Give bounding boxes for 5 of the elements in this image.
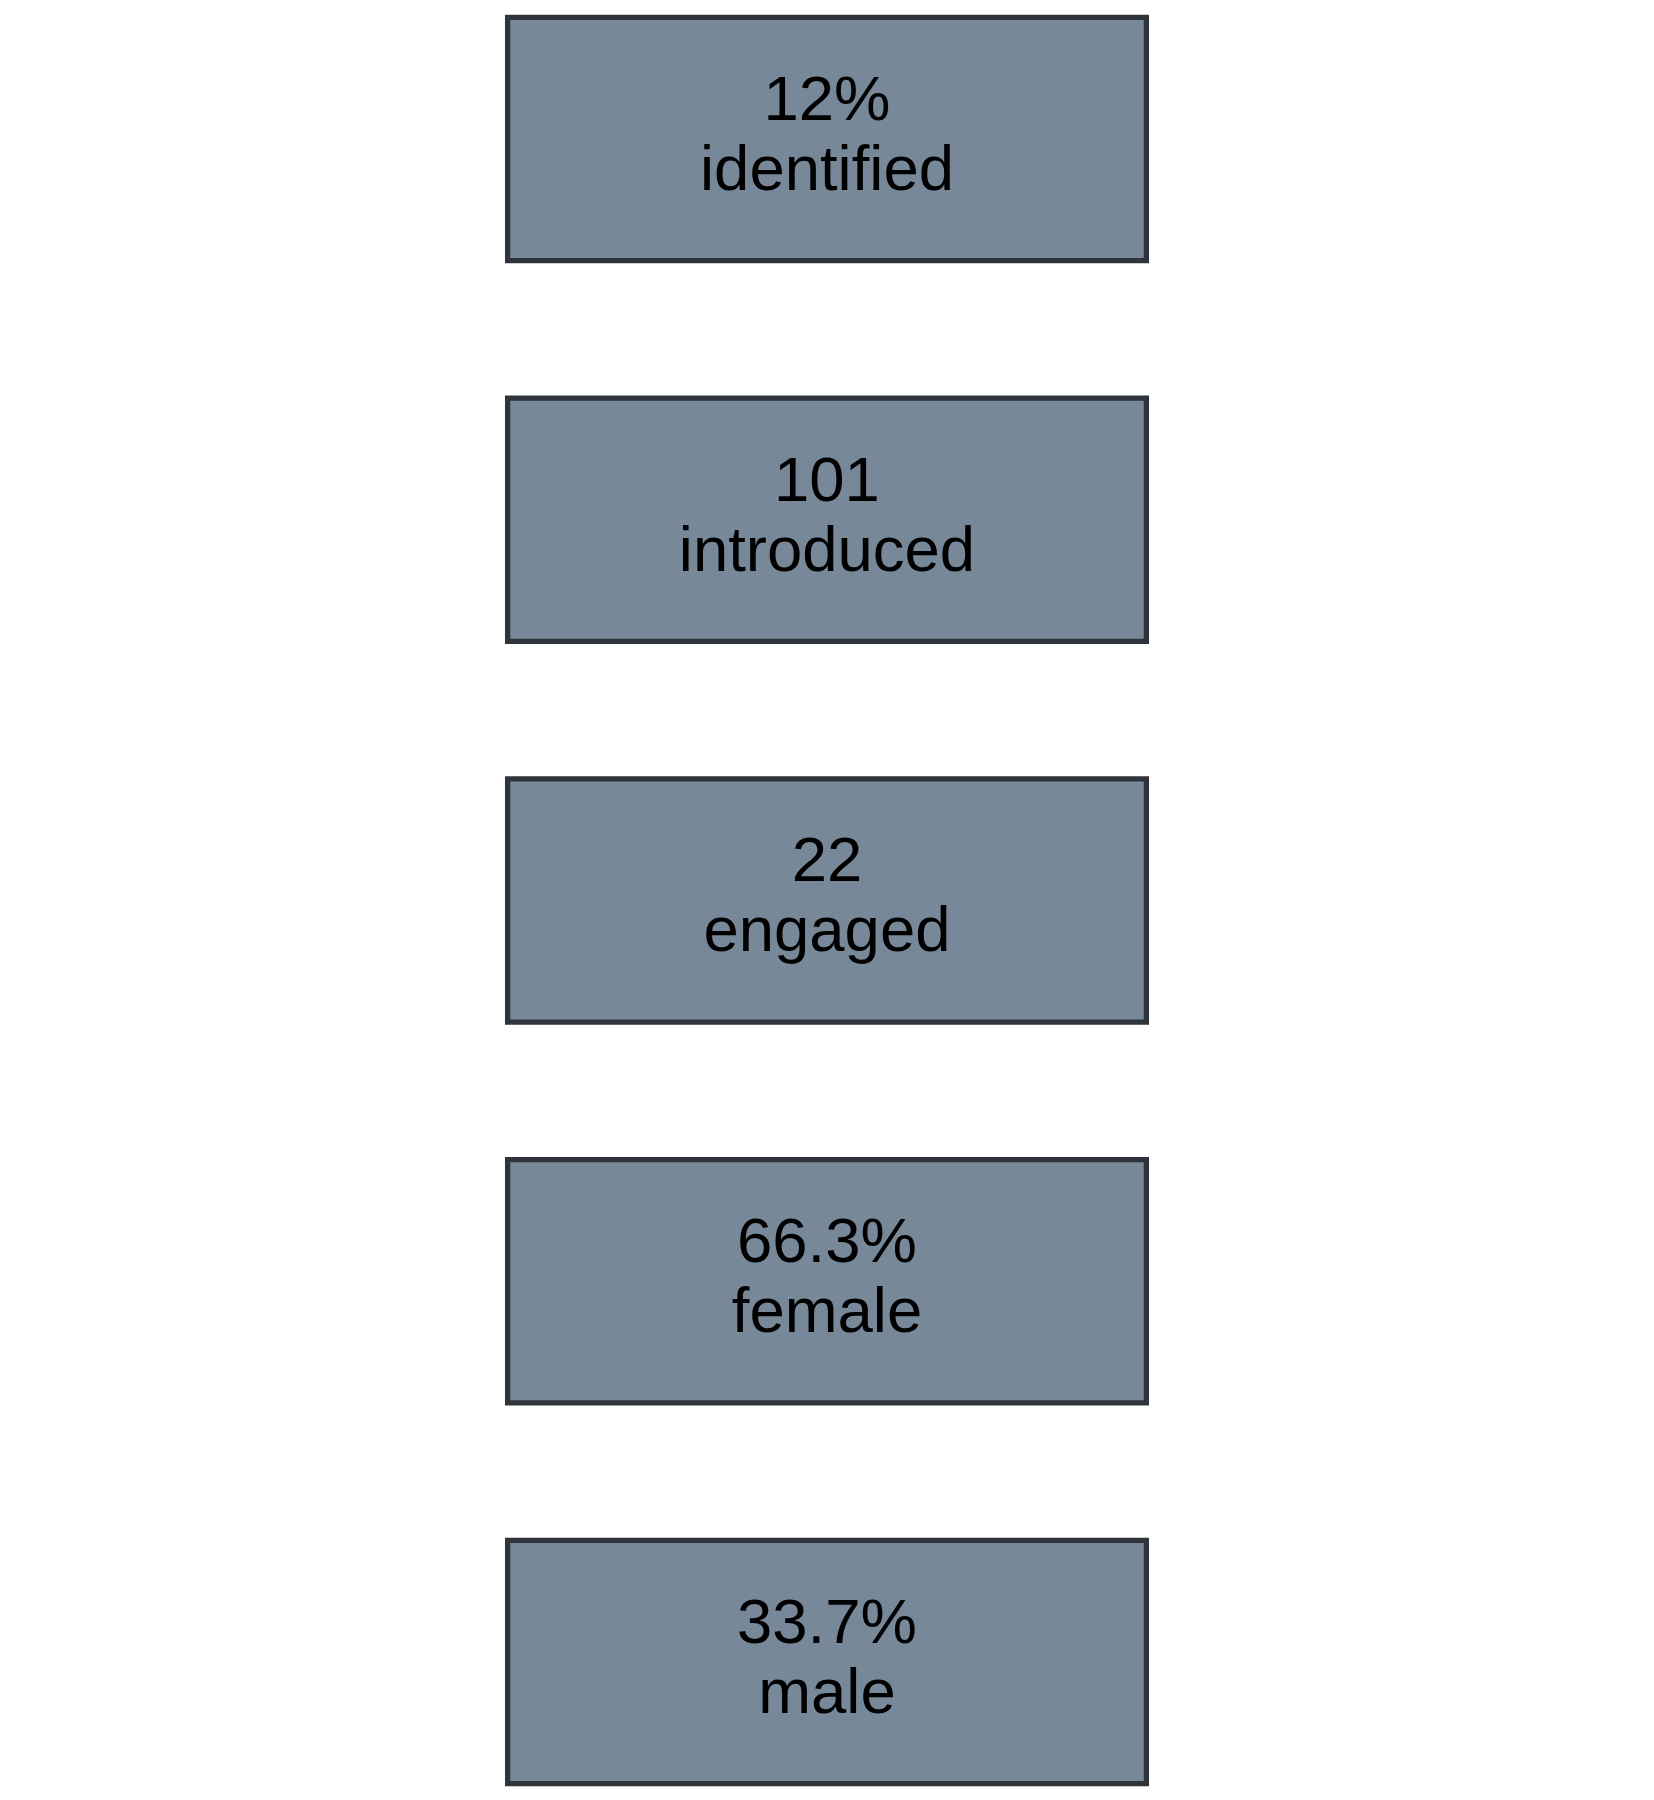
node-box: 33.7% male xyxy=(505,1537,1149,1786)
node-box: 22 engaged xyxy=(505,775,1149,1025)
node-box: 101 introduced xyxy=(505,395,1149,644)
node-box: 12% identified xyxy=(505,14,1149,263)
node-box: 66.3% female xyxy=(505,1156,1149,1405)
